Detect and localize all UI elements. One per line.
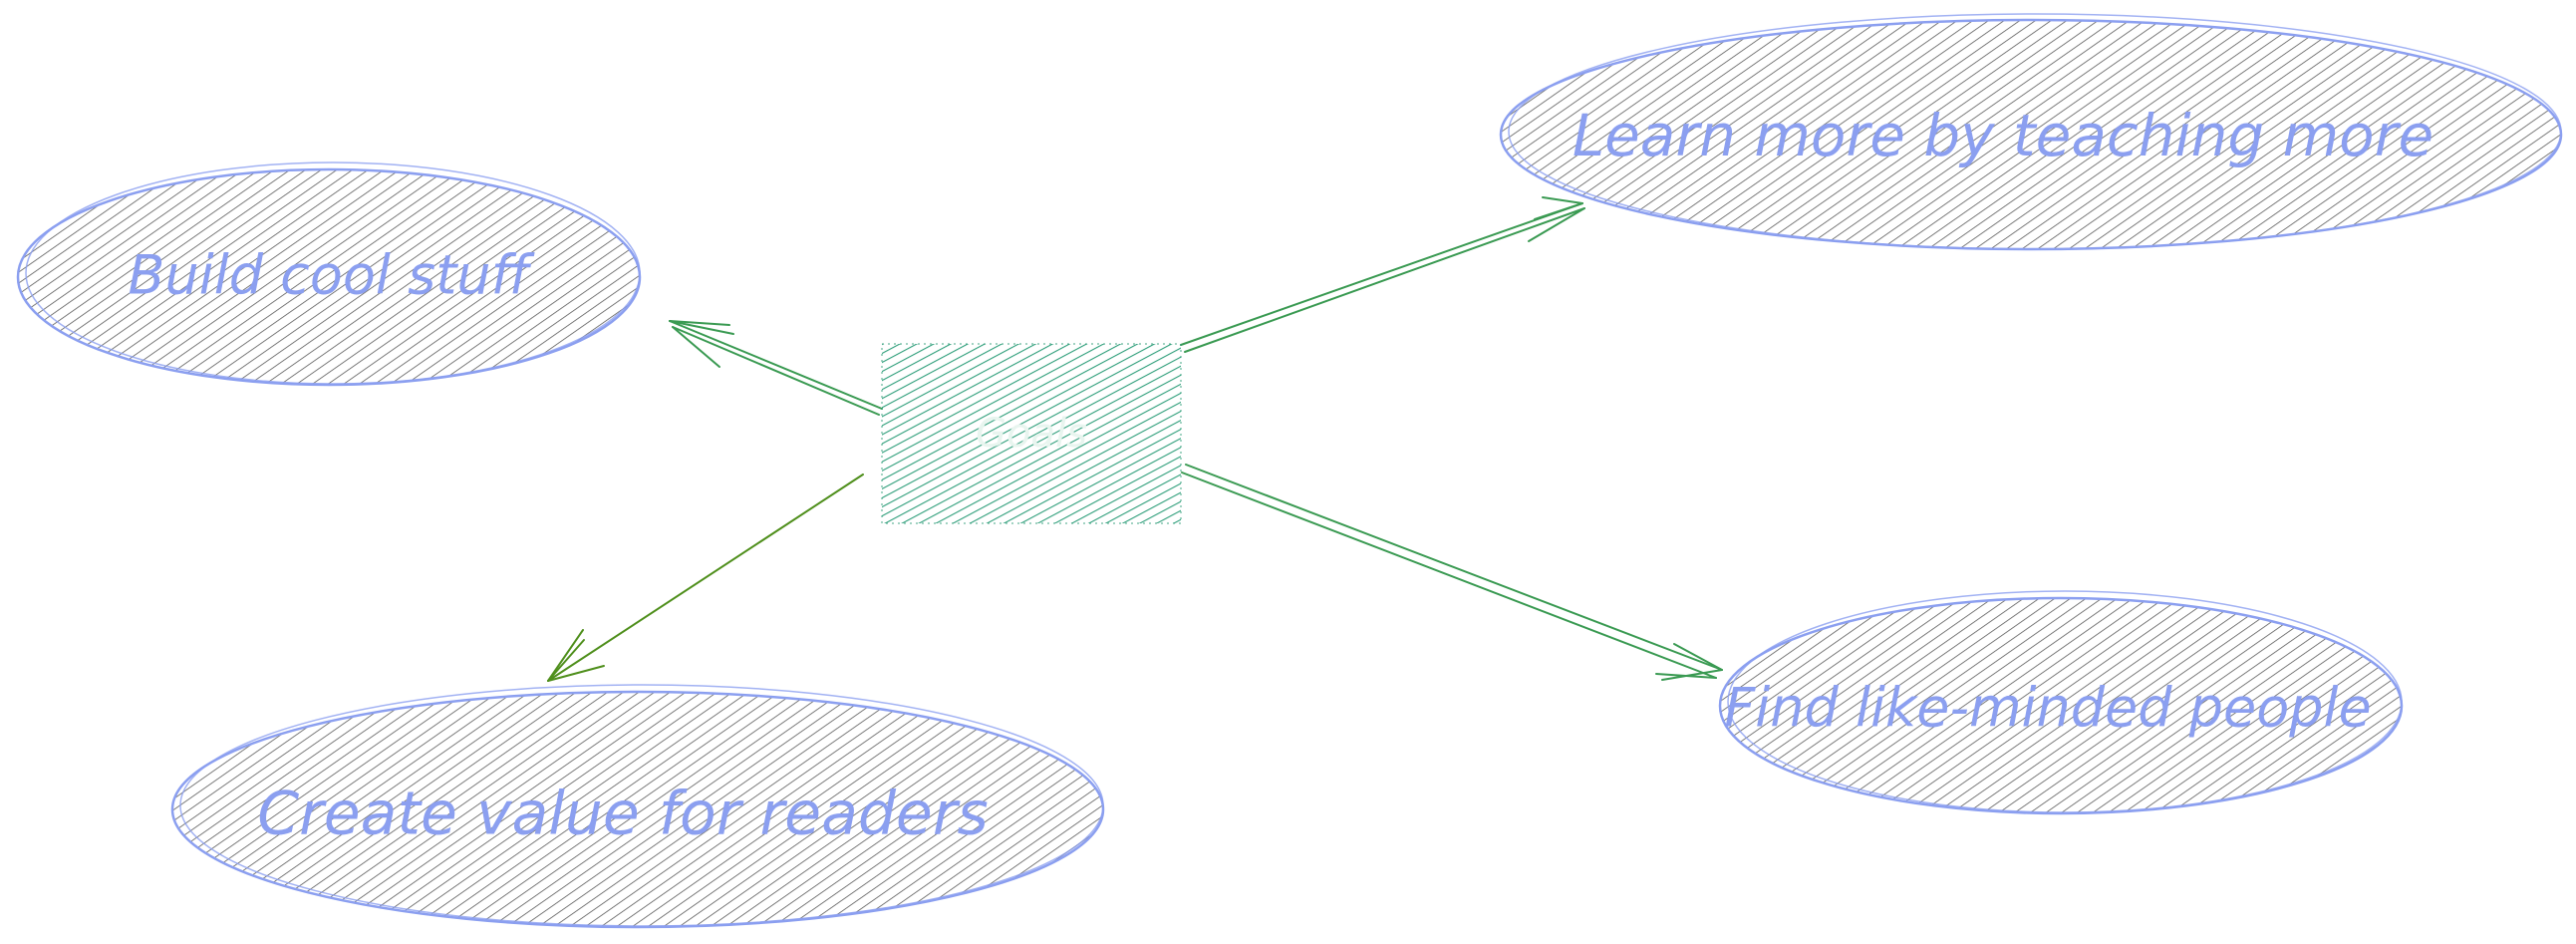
node-create-ellipse [172,692,1103,927]
node-find[interactable]: Find like-minded people [1718,590,2404,815]
node-learn-label: Learn more by teaching more [1573,102,2433,169]
center-node-label: Goals [976,411,1087,457]
arrow-to-find [1181,464,1723,681]
node-build-ellipse [18,169,640,385]
node-find-label: Find like-minded people [1724,677,2372,740]
node-create[interactable]: Create value for readers [170,684,1105,929]
connector-arrows [547,196,1723,682]
node-learn[interactable]: Learn more by teaching more [1499,13,2563,251]
arrow-to-learn [1180,196,1585,353]
node-learn-ellipse [1501,20,2561,249]
center-node-fill [882,344,1181,523]
node-build-label: Build cool stuff [128,244,534,307]
arrow-to-build [669,320,883,416]
node-build[interactable]: Build cool stuff [16,161,642,387]
node-create-label: Create value for readers [257,780,989,849]
arrow-to-create [547,473,864,682]
node-find-ellipse [1720,598,2402,813]
center-node[interactable]: Goals [881,343,1182,524]
